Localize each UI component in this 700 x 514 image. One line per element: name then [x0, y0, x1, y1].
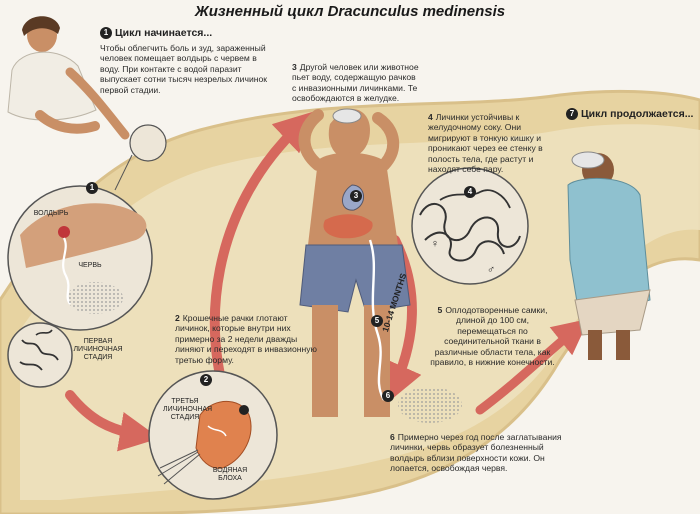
step-5-number: 5: [437, 305, 443, 315]
circle-badge-2: 2: [200, 374, 212, 386]
step-1-text: Чтобы облегчить боль и зуд, зараженный ч…: [100, 43, 268, 95]
circle-worms: [411, 167, 529, 285]
circle-badge-4: 4: [464, 186, 476, 198]
label-water-flea: ВОДЯНАЯ БЛОХА: [212, 467, 248, 482]
female-symbol: ♀: [430, 238, 440, 250]
male-symbol: ♂: [486, 264, 496, 276]
page-title: Жизненный цикл Dracunculus medinensis: [194, 3, 506, 20]
person-squatting: [7, 16, 130, 140]
step-7-badge: 7: [566, 108, 578, 121]
step-5-text: Оплодотворенные самки, длиной до 100 см,…: [430, 305, 555, 368]
step-4-number: 4: [428, 112, 433, 122]
label-worm: ЧЕРВЬ: [78, 262, 102, 269]
step-7-heading-text: Цикл продолжается...: [581, 108, 694, 120]
circle-water-flea: [148, 370, 278, 500]
arrow-to-next-person: [475, 318, 590, 415]
label-third-stage: ТРЕТЬЯ ЛИЧИНОЧНАЯ СТАДИЯ: [163, 398, 213, 421]
step-6-number: 6: [390, 432, 395, 442]
circle-badge-6: 6: [382, 390, 394, 402]
person-drinking: [298, 108, 411, 417]
circle-badge-5: 5: [371, 315, 383, 327]
label-first-stage: ПЕРВАЯ ЛИЧИНОЧНАЯ СТАДИЯ: [73, 338, 123, 361]
step-3-text: Другой человек или животное пьет воду, с…: [292, 62, 419, 104]
step-6-text: Примерно через год после заглатывания ли…: [390, 432, 562, 474]
larvae-cloud: [398, 387, 462, 423]
circle-badge-3: 3: [350, 190, 362, 202]
step-2-text: Крошечные рачки глотают личинок, которые…: [175, 313, 317, 365]
step-4-text: Личинки устойчивы к желудочному соку. Он…: [428, 112, 543, 175]
step-3-number: 3: [292, 62, 297, 72]
step-1-heading-text: Цикл начинается...: [115, 27, 213, 39]
arrow-larva-to-flea: [65, 390, 160, 452]
circle-foot-blister: [7, 185, 153, 331]
zoom-line: [114, 154, 133, 191]
label-blister: ВОЛДЫРЬ: [33, 210, 69, 217]
zoom-circle-foot: [129, 124, 167, 162]
circle-badge-1: 1: [86, 182, 98, 194]
step-1-badge: 1: [100, 27, 112, 40]
circle-first-stage: [7, 322, 73, 388]
step-2-number: 2: [175, 313, 180, 323]
person-next-drinker: [567, 151, 651, 360]
